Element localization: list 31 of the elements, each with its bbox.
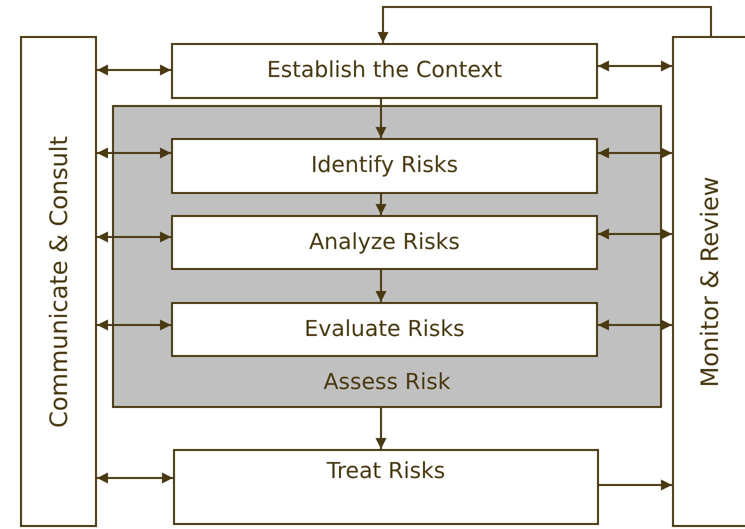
label: Establish the Context: [266, 58, 502, 84]
arrow: [598, 60, 672, 72]
arrow: [97, 64, 171, 76]
process-box: [171, 138, 598, 194]
arrow: [598, 228, 672, 240]
label: Treat Risks: [326, 459, 446, 485]
arrow: [599, 480, 672, 490]
group-panel: [112, 105, 662, 408]
label: Communicate & Consult: [46, 136, 72, 428]
arrow: [598, 320, 672, 330]
arrow: [97, 232, 171, 242]
arrow: [376, 99, 386, 138]
label: Evaluate Risks: [304, 316, 465, 342]
process-box: [171, 215, 598, 270]
arrow: [376, 270, 386, 302]
process-box: [173, 449, 599, 525]
arrow: [376, 408, 386, 449]
side-panel: [20, 36, 97, 527]
label: Analyze Risks: [309, 230, 460, 256]
arrow: [97, 148, 171, 158]
arrow: [598, 148, 672, 158]
arrow: [97, 472, 173, 484]
process-box: [171, 43, 598, 99]
label: Identify Risks: [310, 153, 458, 179]
label: Monitor & Review: [696, 176, 722, 387]
label: Assess Risk: [323, 370, 451, 396]
arrow: [378, 6, 712, 43]
side-panel: [672, 36, 745, 527]
process-box: [171, 302, 598, 357]
arrow: [97, 320, 171, 330]
arrow: [376, 194, 386, 215]
